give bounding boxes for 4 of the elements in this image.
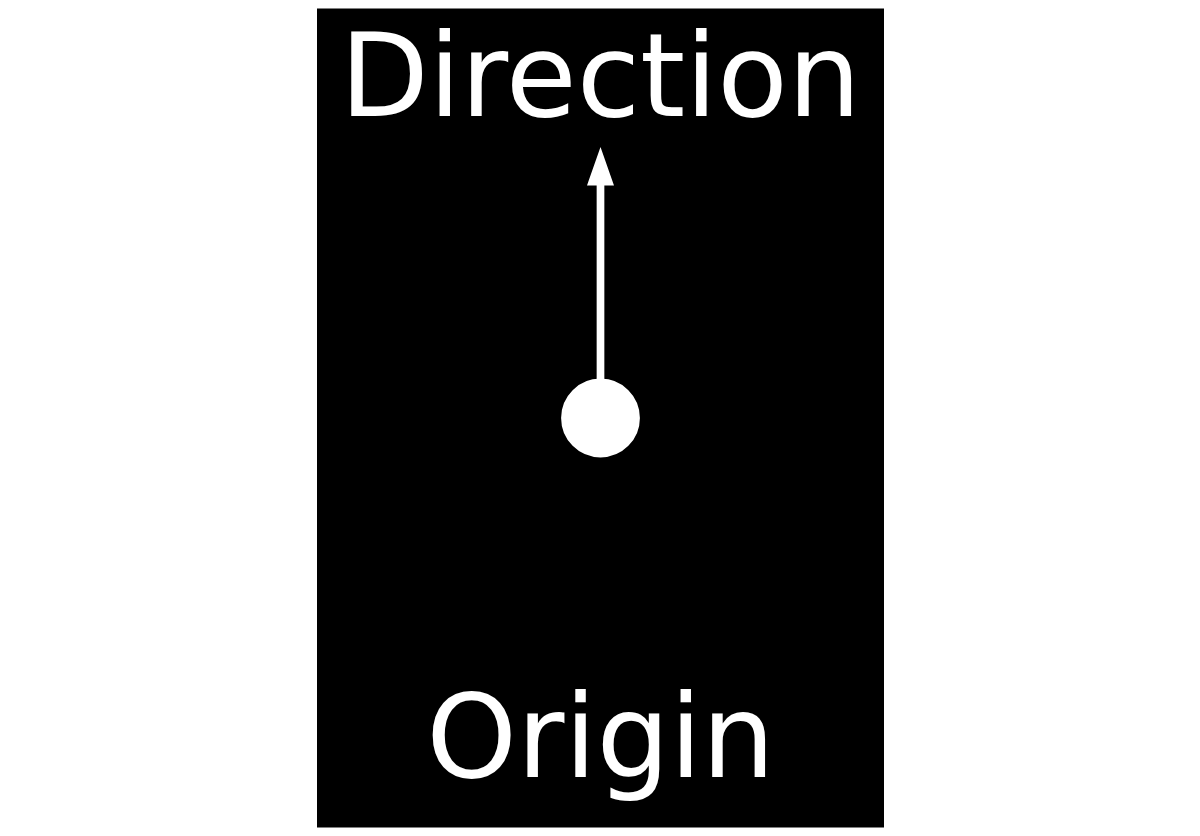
node-circle bbox=[560, 378, 640, 458]
node-label: Origin bbox=[425, 670, 775, 805]
arrow bbox=[586, 146, 614, 380]
node-text: Direction bbox=[339, 9, 861, 144]
